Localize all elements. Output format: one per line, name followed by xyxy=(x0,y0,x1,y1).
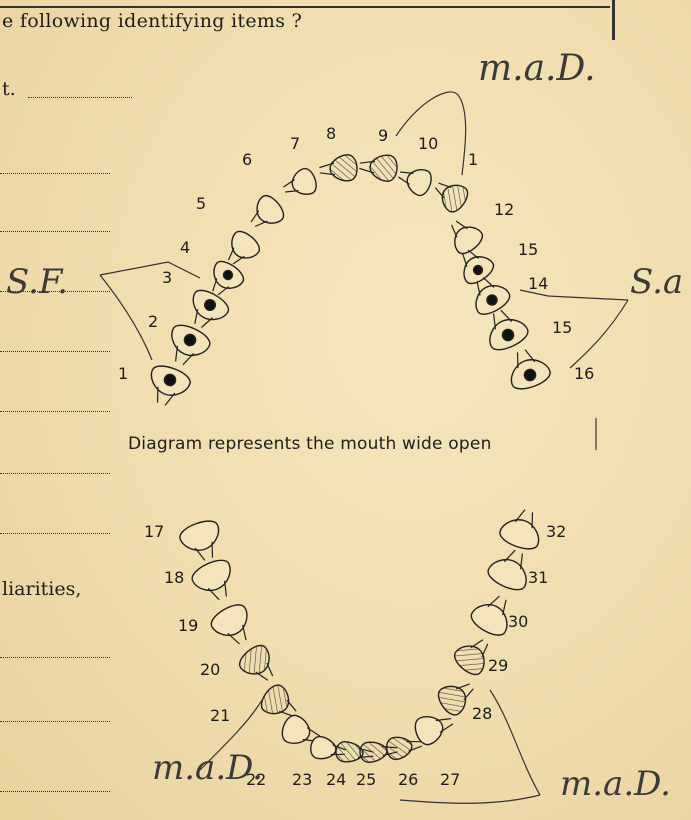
tooth-number: 26 xyxy=(398,770,418,789)
tooth-outline xyxy=(497,504,547,553)
tooth-number: 14 xyxy=(528,274,548,293)
tooth-number: 10 xyxy=(418,134,438,153)
tooth-number: 24 xyxy=(326,770,346,789)
tooth-number: 27 xyxy=(440,770,460,789)
tooth-outline xyxy=(236,641,283,688)
tooth-number: 4 xyxy=(180,238,190,257)
tooth-outline xyxy=(502,344,552,393)
tooth-number: 15 xyxy=(518,240,538,259)
tooth-outline xyxy=(243,192,287,236)
tooth-number: 25 xyxy=(356,770,376,789)
tooth-outline xyxy=(280,166,319,202)
tooth-number: 12 xyxy=(494,200,514,219)
tooth-number: 28 xyxy=(472,704,492,723)
annotation-leader-line xyxy=(100,262,200,278)
annotation-leader-line xyxy=(570,300,628,368)
tooth-number: 30 xyxy=(508,612,528,631)
tooth-number: 8 xyxy=(326,124,336,143)
annotation-leader-line xyxy=(400,795,540,803)
tooth-number: 22 xyxy=(246,770,266,789)
tooth-outline xyxy=(189,556,241,607)
tooth-number: 18 xyxy=(164,568,184,587)
tooth-number: 6 xyxy=(242,150,252,169)
tooth-outline xyxy=(395,162,434,198)
tooth-number: 1 xyxy=(118,364,128,383)
annotation-leader-line xyxy=(490,690,540,795)
annotation-leader-line xyxy=(100,275,152,360)
tooth-number: 21 xyxy=(210,706,230,725)
tooth-outline xyxy=(358,153,398,182)
tooth-number: 31 xyxy=(528,568,548,587)
tooth-number: 15 xyxy=(552,318,572,337)
tooth-number: 29 xyxy=(488,656,508,675)
tooth-number: 9 xyxy=(378,126,388,145)
tooth-number: 23 xyxy=(292,770,312,789)
tooth-outline xyxy=(442,213,486,257)
tooth-outline xyxy=(318,154,358,183)
tooth-number: 20 xyxy=(200,660,220,679)
tooth-number: 7 xyxy=(290,134,300,153)
tooth-number: 16 xyxy=(574,364,594,383)
tooth-outline xyxy=(177,517,227,566)
tooth-number: 3 xyxy=(162,268,172,287)
tooth-outline xyxy=(161,321,213,372)
tooth-outline xyxy=(429,174,472,216)
diagram-caption: Diagram represents the mouth wide open xyxy=(128,434,492,454)
tooth-number: 19 xyxy=(178,616,198,635)
tooth-number: 1 xyxy=(468,150,478,169)
tooth-number: 5 xyxy=(196,194,206,213)
tooth-number: 2 xyxy=(148,312,158,331)
tooth-number: 17 xyxy=(144,522,164,541)
tooth-number: 32 xyxy=(546,522,566,541)
tooth-outline xyxy=(142,362,192,411)
tooth-outline xyxy=(208,600,260,651)
